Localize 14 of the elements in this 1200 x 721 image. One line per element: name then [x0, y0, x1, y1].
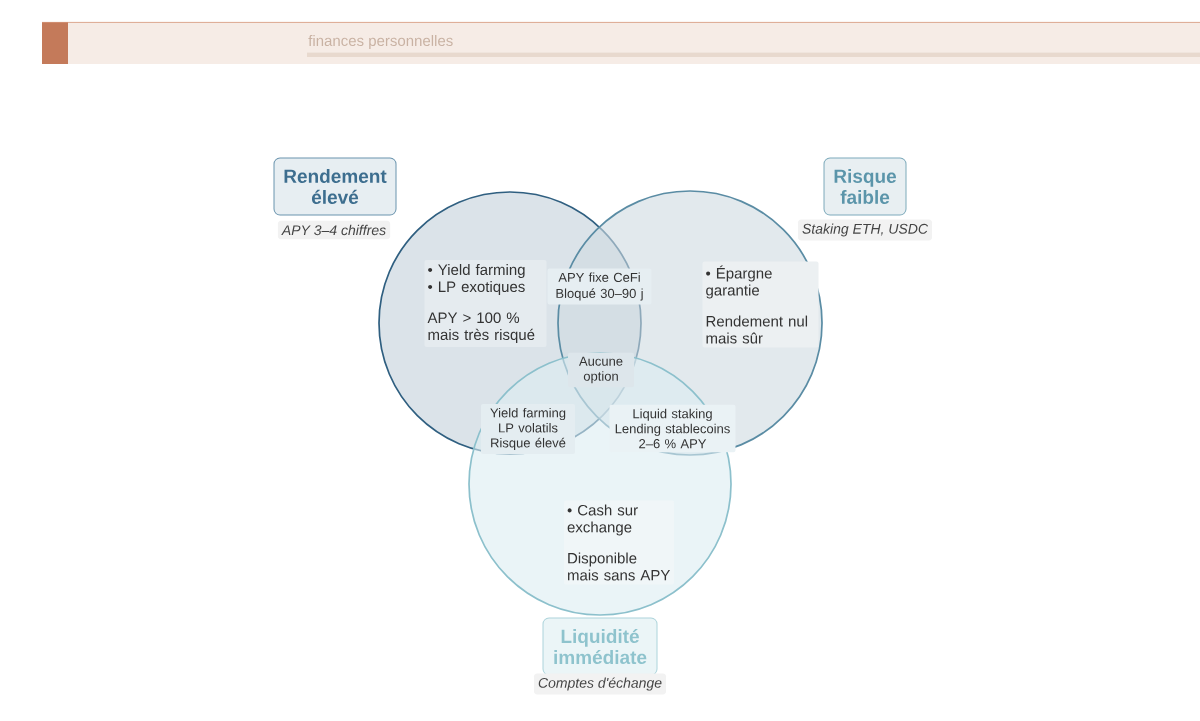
region-text: • Cash sur exchange Disponible mais sans APY — [564, 500, 674, 585]
tagline: finances personnelles — [308, 35, 453, 49]
subtitle: Staking ETH, USDC — [798, 219, 933, 241]
subtitle: Comptes d'échange — [533, 673, 667, 695]
subtitle: APY 3–4 chiffres — [277, 220, 391, 240]
region-text: Yield farming LP volatils Risque élevé — [481, 403, 575, 455]
region-text: APY fixe CeFi Bloqué 30–90 j — [547, 268, 652, 305]
heading-box: Rendement élevé — [273, 157, 397, 216]
heading-box: Liquidité immédiate — [542, 617, 658, 676]
region-text: • Yield farming • LP exotiques APY > 100 % mais très risqué — [424, 260, 547, 347]
heading-box: Risque faible — [823, 157, 907, 216]
region-text: Liquid staking Lending stablecoins 2–6 % APY — [609, 404, 736, 453]
region-text: Aucune option — [568, 352, 634, 388]
region-text: • Épargne garantie Rendement nul mais sûr — [702, 261, 819, 348]
